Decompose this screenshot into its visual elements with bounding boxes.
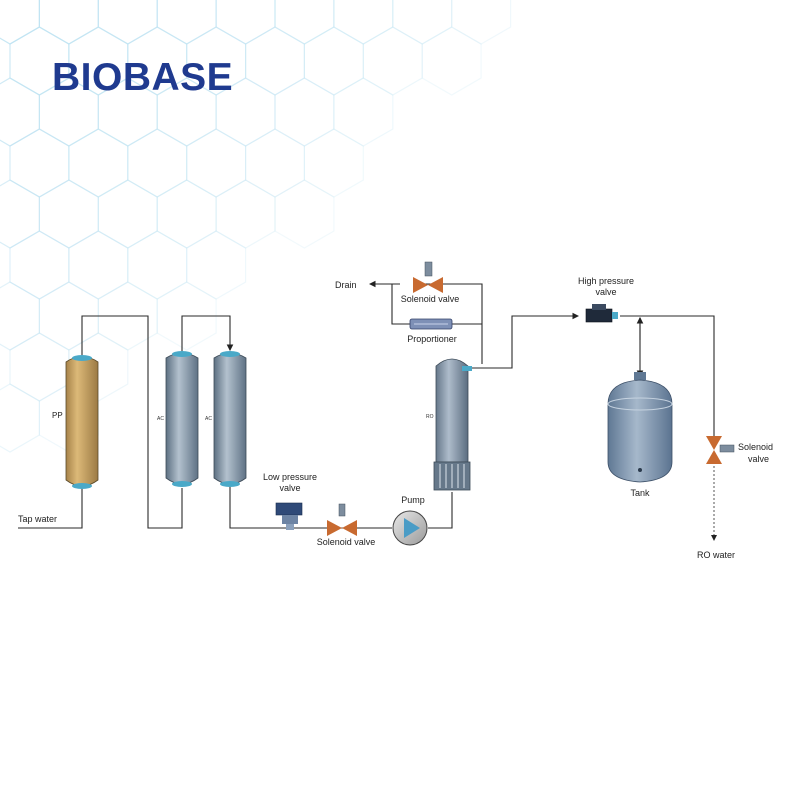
solenoid-valve-outlet-label-2: valve (748, 454, 769, 464)
ac-filter-1-label: AC (157, 416, 164, 422)
hexagon-cell (274, 0, 335, 45)
low-pressure-valve-label-2: valve (279, 483, 300, 493)
hexagon-cell (127, 230, 188, 300)
pump-label: Pump (401, 495, 425, 505)
hexagon-cell (127, 128, 188, 198)
hexagon-cell (38, 179, 99, 249)
solenoid-valve-drain-label: Solenoid valve (401, 294, 460, 304)
hexagon-cell (245, 128, 305, 198)
hexagon-cell (362, 26, 423, 96)
proportioner-icon (409, 318, 453, 330)
hexagon-cell (274, 179, 335, 249)
hexagon-cell (38, 281, 99, 351)
ro-label: RO (426, 414, 434, 420)
ro-water-label: RO water (697, 550, 735, 560)
hexagon-cell (215, 179, 276, 249)
hexagon-cell (9, 332, 70, 402)
high-pressure-valve-label-1: High pressure (578, 276, 634, 286)
hexagon-cell (0, 281, 41, 351)
proportioner-label: Proportioner (407, 334, 457, 344)
solenoid-valve-inlet-icon (327, 503, 357, 536)
hexagon-cell (333, 0, 394, 45)
hexagon-cell (392, 0, 453, 45)
ac-filter-2 (213, 351, 247, 487)
ac-filter-2-label: AC (205, 416, 212, 422)
pp-label: PP (52, 411, 63, 420)
hexagon-cell (215, 77, 276, 147)
hexagon-cell (451, 0, 512, 45)
tap-water-label: Tap water (18, 514, 57, 524)
ro-membrane-icon (433, 358, 472, 491)
tank-label: Tank (630, 488, 650, 498)
tank-icon (607, 372, 673, 483)
hexagon-cell (0, 383, 41, 453)
hexagon-cell (97, 179, 158, 249)
pp-filter (65, 355, 99, 489)
high-pressure-valve-icon (585, 304, 618, 323)
brand-logo: BIOBASE (52, 56, 234, 99)
hexagon-cell (421, 26, 482, 96)
ac-filter-1 (165, 351, 199, 487)
drain-label: Drain (335, 280, 357, 290)
low-pressure-valve-icon (275, 502, 303, 530)
hexagon-cell (68, 230, 129, 300)
hexagon-cell (245, 26, 305, 96)
solenoid-valve-drain-icon (413, 261, 443, 293)
solenoid-valve-inlet-label: Solenoid valve (317, 537, 376, 547)
pump-icon (392, 510, 428, 546)
hexagon-cell (303, 26, 364, 96)
high-pressure-valve-label-2: valve (595, 287, 616, 297)
hexagon-cell (274, 77, 335, 147)
hexagon-cell (156, 77, 217, 147)
hexagon-cell (333, 77, 394, 147)
hexagon-cell (97, 281, 158, 351)
solenoid-valve-outlet-icon (706, 436, 735, 464)
solenoid-valve-outlet-label-1: Solenoid (738, 442, 773, 452)
low-pressure-valve-label-1: Low pressure (263, 472, 317, 482)
hexagon-cell (156, 281, 217, 351)
hexagon-cell (186, 128, 247, 198)
hexagon-cell (303, 128, 364, 198)
hexagon-cell (186, 230, 247, 300)
hexagon-cell (9, 230, 70, 300)
hexagon-cell (156, 179, 217, 249)
